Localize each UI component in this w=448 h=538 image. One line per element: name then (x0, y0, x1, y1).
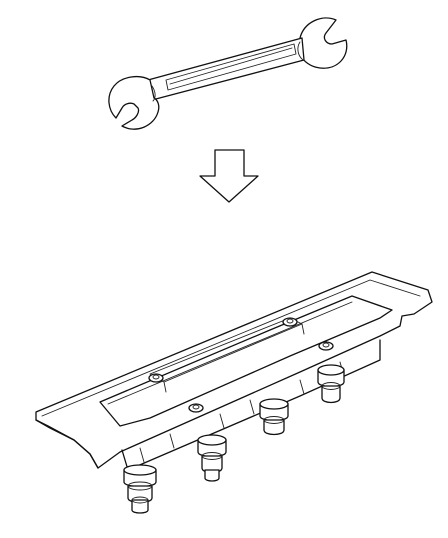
down-arrow-icon (199, 149, 259, 203)
ignition-coil-assembly-icon (35, 271, 433, 514)
coil-boot-3 (259, 398, 289, 436)
coil-boot-4 (317, 364, 345, 404)
coil-boot-2 (197, 434, 227, 482)
open-end-wrench-icon (108, 17, 348, 130)
coil-boot-1 (123, 464, 157, 514)
